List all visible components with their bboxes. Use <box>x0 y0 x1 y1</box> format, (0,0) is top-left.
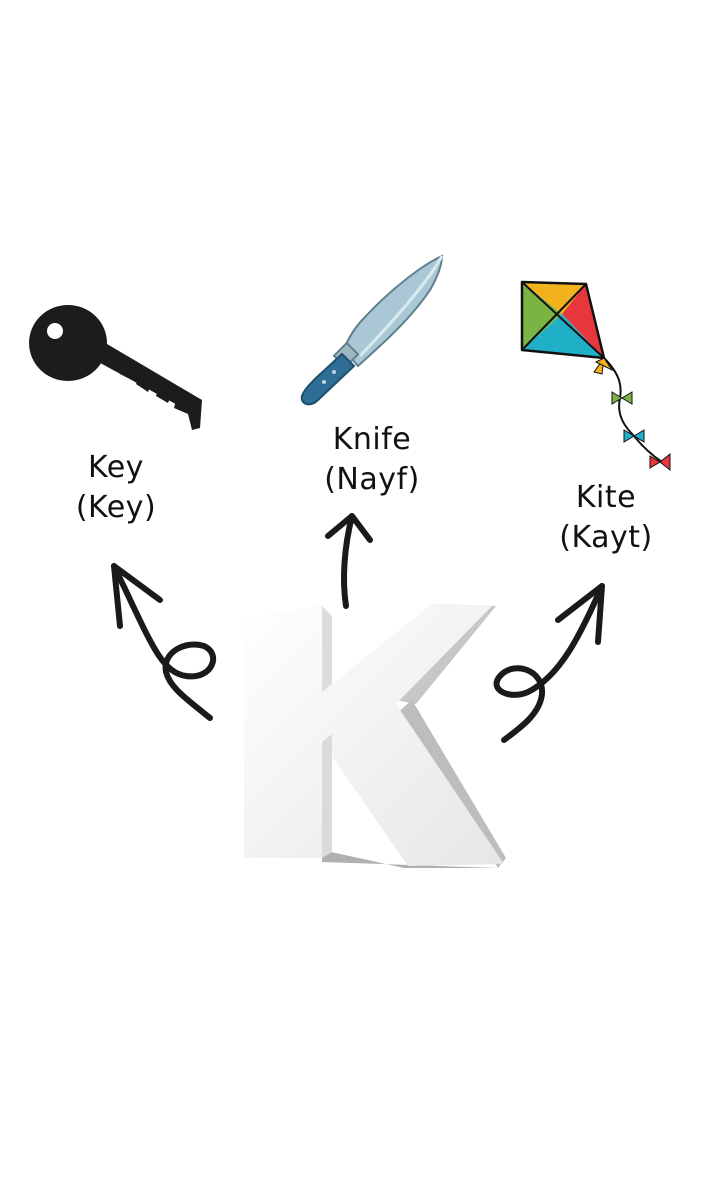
kite-label: Kite (Kayt) <box>538 478 674 558</box>
kite-pronunciation: (Kayt) <box>559 520 653 555</box>
knife-icon <box>300 254 444 406</box>
arrow-to-key-icon <box>111 563 217 721</box>
kite-word: Kite <box>575 480 637 515</box>
arrow-to-knife-icon <box>341 513 355 609</box>
kite-icon <box>520 280 671 472</box>
key-label: Key (Key) <box>56 448 176 528</box>
knife-label: Knife (Nayf) <box>302 420 442 500</box>
arrow-to-kite-icon <box>493 583 605 743</box>
arrow-to-kite-head-icon <box>555 583 605 645</box>
key-word: Key <box>88 450 144 485</box>
arrow-to-key-head-icon <box>111 563 163 629</box>
key-pronunciation: (Key) <box>75 490 157 525</box>
key-icon <box>29 305 202 430</box>
letter-k-3d <box>244 604 506 868</box>
arrow-to-knife-head-icon <box>325 513 373 543</box>
knife-pronunciation: (Nayf) <box>324 462 420 497</box>
knife-word: Knife <box>332 422 412 457</box>
